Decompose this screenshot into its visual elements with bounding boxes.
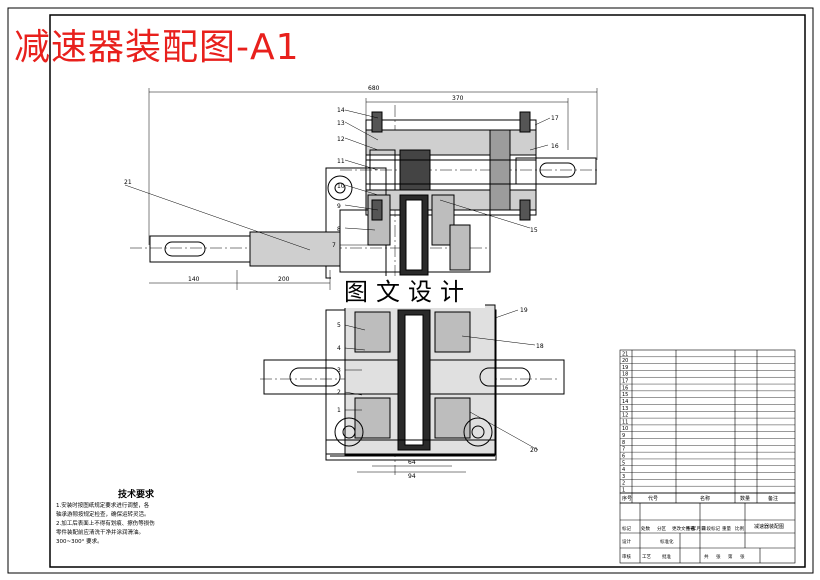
bom-row-number: 21 bbox=[622, 351, 628, 357]
title-block bbox=[619, 502, 796, 564]
tb-change-file: 更改文件号 bbox=[672, 525, 695, 532]
drawing-title: 减速器装配图-A1 bbox=[14, 27, 300, 68]
tb-drawing-name: 减速器装配图 bbox=[754, 523, 784, 530]
bom-row-number: 3 bbox=[622, 474, 625, 480]
bom-row-number: 17 bbox=[622, 379, 628, 385]
bom-row-number: 4 bbox=[622, 467, 625, 473]
dimension-texts: 680 370 140 200 64 94 bbox=[188, 85, 464, 480]
tb-approve: 批准 bbox=[662, 553, 671, 560]
bom-row-number: 19 bbox=[622, 365, 628, 371]
callout-13: 13 bbox=[337, 120, 345, 127]
bom-header-code: 代号 bbox=[648, 495, 658, 502]
tb-mark: 标记 bbox=[622, 525, 631, 532]
bom-row-number: 18 bbox=[622, 372, 628, 378]
lower-view bbox=[263, 304, 565, 461]
callout-19: 19 bbox=[520, 307, 528, 314]
tb-no: 第 bbox=[728, 553, 733, 560]
bom-header-qty: 数量 bbox=[740, 495, 750, 502]
tech-line: 2.加工后表面上不得有划痕、擦伤等损伤 bbox=[56, 521, 155, 527]
callout-10: 10 bbox=[337, 183, 345, 190]
callout-8: 8 bbox=[337, 226, 341, 233]
bom-row-number: 16 bbox=[622, 385, 628, 391]
callout-9: 9 bbox=[337, 203, 341, 210]
tb-scale: 比例 bbox=[735, 525, 744, 532]
tb-weight: 重量 bbox=[722, 525, 731, 532]
bom-row-number: 7 bbox=[622, 447, 625, 453]
tb-total: 共 bbox=[704, 553, 709, 560]
part-callouts: 14 13 12 11 10 9 8 7 17 16 15 21 5 4 3 2… bbox=[124, 107, 559, 454]
callout-15: 15 bbox=[530, 227, 538, 234]
tb-date: 年月日 bbox=[692, 525, 706, 532]
tech-line: 300~300° 要求。 bbox=[56, 539, 103, 545]
callout-1: 1 bbox=[337, 407, 341, 414]
bom-header-name: 名称 bbox=[700, 495, 710, 502]
bom-row-number: 10 bbox=[622, 426, 628, 432]
bom-row-number: 13 bbox=[622, 406, 628, 412]
dim-lower-left: 64 bbox=[408, 459, 416, 466]
bom-row-number: 9 bbox=[622, 433, 625, 439]
callout-18: 18 bbox=[536, 343, 544, 350]
tb-stage: 阶段标记 bbox=[702, 525, 720, 532]
dim-shaft-right: 200 bbox=[278, 276, 290, 283]
bom-row-number: 5 bbox=[622, 460, 625, 466]
bom-header: 序号 代号 名称 数量 备注 bbox=[619, 492, 796, 504]
tech-requirements: 1.安装时按图纸规定要求进行调整，各 轴承游隙按规定检查，确保运转灵活。 2.加… bbox=[56, 502, 166, 547]
inner-border bbox=[49, 14, 806, 568]
bom-row-number: 20 bbox=[622, 358, 628, 364]
bom-header-note: 备注 bbox=[768, 495, 778, 502]
tb-sheet: 张 bbox=[716, 553, 721, 560]
tech-line: 零件装配前应清洗干净并涂润滑油。 bbox=[56, 530, 145, 536]
bom-rows bbox=[620, 356, 795, 494]
title-block-text: 标记 处数 分区 更改文件号 签名 年月日 设计 标准化 阶段标记 重量 比例 … bbox=[622, 523, 784, 560]
callout-4: 4 bbox=[337, 345, 341, 352]
tb-design: 设计 bbox=[622, 538, 631, 545]
callout-7: 7 bbox=[332, 242, 336, 249]
callout-16: 16 bbox=[551, 143, 559, 150]
bom-header-no: 序号 bbox=[622, 495, 632, 502]
callout-2: 2 bbox=[337, 389, 341, 396]
tb-process: 工艺 bbox=[642, 554, 651, 560]
tb-zone: 分区 bbox=[657, 525, 666, 532]
dim-shaft-left: 140 bbox=[188, 276, 200, 283]
bom-row-number: 12 bbox=[622, 413, 628, 419]
bom-row-number: 1 bbox=[622, 488, 625, 494]
callout-3: 3 bbox=[337, 367, 341, 374]
dim-lower-right: 94 bbox=[408, 473, 416, 480]
tech-line: 1.安装时按图纸规定要求进行调整，各 bbox=[56, 503, 150, 509]
bom-row-number: 14 bbox=[622, 399, 628, 405]
bom-row-number: 15 bbox=[622, 392, 628, 398]
bom-row-number: 8 bbox=[622, 440, 625, 446]
upper-view bbox=[149, 111, 597, 279]
bom-table bbox=[619, 349, 796, 503]
dim-overall-width: 680 bbox=[368, 85, 380, 92]
tb-review: 审核 bbox=[622, 553, 631, 560]
callout-12: 12 bbox=[337, 136, 345, 143]
bom-row-number: 2 bbox=[622, 481, 625, 487]
tech-line: 轴承游隙按规定检查，确保运转灵活。 bbox=[56, 512, 150, 518]
bom-row-number: 11 bbox=[622, 419, 628, 425]
outer-border bbox=[7, 7, 814, 574]
tb-sheet2: 张 bbox=[740, 553, 745, 560]
tech-requirements-heading: 技术要求 bbox=[118, 490, 155, 500]
dim-upper-span: 370 bbox=[452, 95, 464, 102]
bom-row-number: 6 bbox=[622, 453, 625, 459]
watermark-label: 图文设计 bbox=[331, 276, 485, 308]
tb-sign: 签名 bbox=[686, 525, 695, 532]
callout-21: 21 bbox=[124, 179, 132, 186]
tb-standard: 标准化 bbox=[660, 538, 674, 545]
tb-count: 处数 bbox=[641, 525, 650, 532]
callout-20: 20 bbox=[530, 447, 538, 454]
leader-lines bbox=[124, 109, 551, 451]
callout-17: 17 bbox=[551, 115, 559, 122]
callout-11: 11 bbox=[337, 158, 345, 165]
callout-5: 5 bbox=[337, 322, 341, 329]
callout-14: 14 bbox=[337, 107, 345, 114]
